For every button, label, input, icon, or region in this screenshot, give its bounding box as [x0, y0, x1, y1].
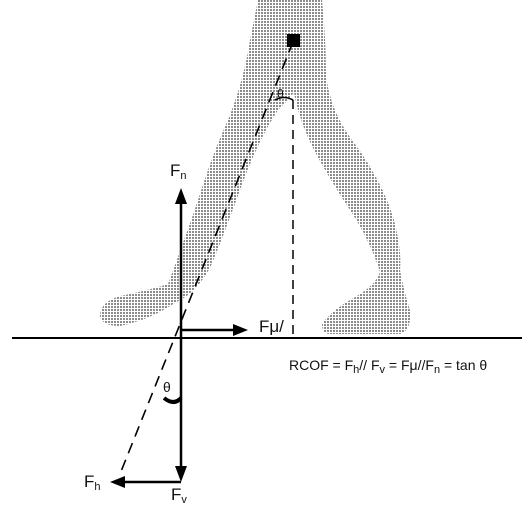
front-leg — [286, 0, 411, 334]
legs-silhouette — [100, 0, 411, 334]
rcof-equation: RCOF = Fh// Fv = Fμ//Fn = tan θ — [289, 357, 487, 376]
fh-label: Fh — [84, 472, 101, 493]
force-vectors — [110, 188, 248, 488]
theta-bottom-label: θ — [163, 379, 171, 395]
body-lean-line — [119, 41, 294, 475]
theta-arc-top — [274, 96, 294, 101]
fv-label: Fv — [171, 485, 187, 506]
fh-arrowhead — [110, 476, 125, 488]
theta-top-label: θ — [277, 87, 284, 101]
theta-arc-bottom — [162, 396, 183, 404]
hip-center-marker — [287, 34, 300, 47]
back-leg — [100, 0, 322, 326]
fv-arrowhead — [175, 466, 187, 482]
fn-arrowhead — [175, 188, 187, 204]
fn-label: Fn — [170, 161, 187, 182]
fmu-label: Fμ/ — [259, 317, 284, 336]
fmu-arrowhead — [233, 324, 248, 336]
